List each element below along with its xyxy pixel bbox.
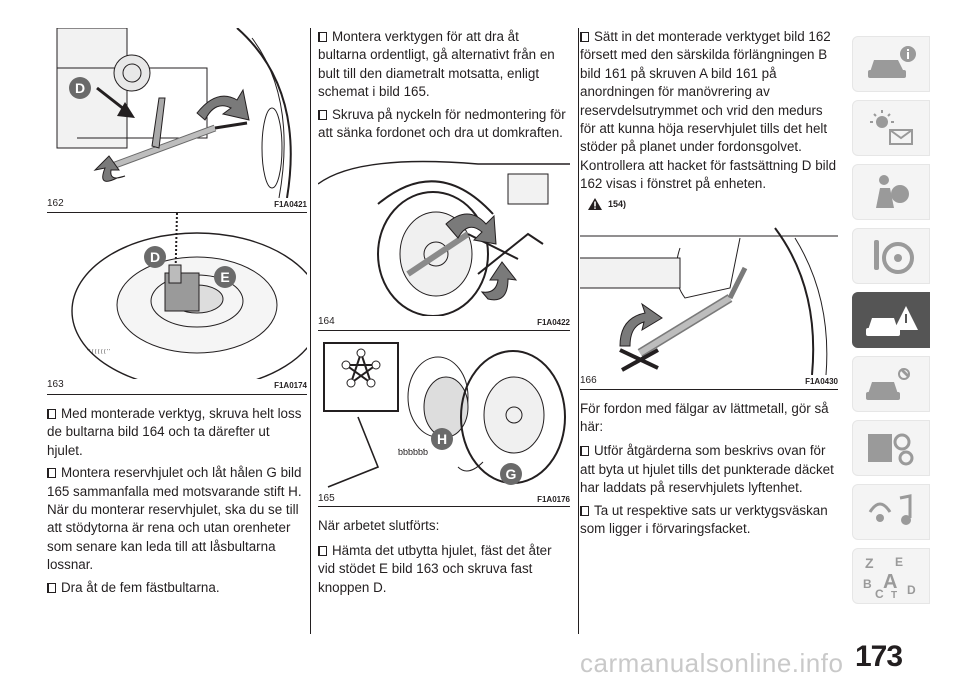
sidebar-item-airbag-safety[interactable]: [852, 164, 930, 220]
callout-d: D: [150, 249, 160, 265]
sidebar-item-steering-wheel[interactable]: [852, 228, 930, 284]
paragraph: När arbetet slutförts:: [318, 518, 440, 534]
figure-164-number: 164: [318, 316, 335, 328]
sidebar-item-car-info[interactable]: [852, 36, 930, 92]
figure-162-number: 162: [47, 198, 64, 209]
steering-wheel-icon: [874, 240, 914, 274]
figure-163-code: F1A0174: [274, 381, 307, 390]
bullet-icon: [580, 32, 589, 42]
figure-162-code: F1A0421: [274, 200, 307, 209]
column-left: D 162 F1A0421 ' ' ( ( ( ( ( ' ' D: [47, 28, 307, 597]
sidebar-item-service-maintenance[interactable]: [852, 356, 930, 412]
bullet-icon: [318, 109, 327, 120]
car-info-icon: [868, 46, 916, 78]
bullet-icon: [580, 446, 589, 457]
figure-165-illustration: ƅƅƅƅƅƅ H G: [323, 342, 566, 489]
paragraph: Montera verktygen för att dra åt bultarn…: [318, 29, 555, 100]
breakdown-icon: [866, 306, 918, 336]
svg-text:A: A: [883, 571, 897, 593]
paragraph: Dra åt de fem fästbultarna.: [47, 579, 307, 597]
figure-165: ƅƅƅƅƅƅ H G 165 F1A0176: [318, 337, 570, 508]
svg-text:ƅƅƅƅƅƅ: ƅƅƅƅƅƅ: [398, 447, 428, 457]
figure-164-code: F1A0422: [537, 318, 570, 328]
warning-reference: 154): [588, 197, 838, 210]
svg-text:B: B: [863, 577, 872, 591]
column-divider: [578, 28, 579, 634]
callout-g: G: [506, 466, 517, 482]
svg-text:D: D: [907, 583, 916, 597]
callout-h: H: [437, 431, 447, 447]
figure-164-illustration: [318, 161, 570, 317]
paragraph: Hämta det utbytta hjulet, fäst det åter …: [318, 542, 552, 595]
paragraph: För fordon med fälgar av lättmetall, gör…: [580, 400, 829, 435]
sidebar-item-technical-data[interactable]: [852, 420, 930, 476]
sidebar-item-breakdown[interactable]: [852, 292, 930, 348]
multimedia-icon: [868, 494, 912, 525]
technical-data-icon: [868, 433, 914, 466]
bullet-icon: [47, 468, 56, 479]
paragraph: Sätt in det monterade verktyget bild 162…: [580, 29, 837, 192]
figure-166-number: 166: [580, 374, 597, 386]
figure-162: D 162 F1A0421: [47, 28, 307, 213]
svg-text:C: C: [875, 587, 884, 600]
column-divider: [310, 28, 311, 634]
bullet-icon: [47, 582, 56, 593]
svg-text:Z: Z: [865, 555, 874, 571]
sidebar-item-warning-lights[interactable]: [852, 100, 930, 156]
bullet-icon: [318, 545, 327, 556]
warning-triangle-icon: [588, 197, 602, 210]
figure-163: ' ' ( ( ( ( ( ' ' D E 163 F1A0174: [47, 213, 307, 395]
figure-166: 166 F1A0430: [580, 218, 838, 390]
figure-165-number: 165: [318, 493, 335, 505]
svg-text:T: T: [891, 590, 897, 600]
figure-166-illustration: [580, 227, 838, 375]
warning-number: 154): [608, 198, 627, 209]
figure-165-code: F1A0176: [537, 495, 570, 505]
callout-e: E: [220, 269, 229, 285]
paragraph: Ta ut respektive sats ur verktygsväskan …: [580, 502, 828, 537]
figure-163-illustration: ' ' ( ( ( ( ( ' ' D E: [71, 213, 307, 379]
warning-lights-icon: [870, 110, 913, 145]
watermark: carmanualsonline.info: [580, 648, 844, 678]
svg-text:E: E: [895, 555, 903, 569]
index-icon: Z E B A C T D: [863, 555, 916, 600]
paragraph: Montera reservhjulet och låt hålen G bil…: [47, 465, 302, 573]
column-right: Sätt in det monterade verktyget bild 162…: [580, 28, 838, 539]
figure-166-code: F1A0430: [805, 376, 838, 386]
paragraph: Utför åtgärderna som beskrivs ovan för a…: [580, 443, 834, 496]
bullet-icon: [580, 505, 589, 516]
figure-164: 164 F1A0422: [318, 154, 570, 332]
paragraph: Skruva på nyckeln för nedmontering för a…: [318, 106, 566, 141]
bullet-icon: [318, 32, 327, 42]
airbag-safety-icon: [876, 175, 909, 208]
svg-text:' ' ( ( ( ( ( ' ': ' ' ( ( ( ( ( ' ': [87, 349, 110, 355]
paragraph: Med monterade verktyg, skruva helt loss …: [47, 406, 302, 458]
column-middle: Montera verktygen för att dra åt bultarn…: [318, 28, 570, 597]
sidebar-item-multimedia[interactable]: [852, 484, 930, 540]
callout-d: D: [75, 80, 85, 96]
figure-163-number: 163: [47, 379, 64, 390]
bullet-icon: [47, 409, 56, 419]
sidebar-item-index[interactable]: Z E B A C T D: [852, 548, 930, 604]
service-maintenance-icon: [866, 368, 910, 400]
figure-162-illustration: D: [56, 28, 292, 198]
page-number: 173: [855, 640, 903, 673]
